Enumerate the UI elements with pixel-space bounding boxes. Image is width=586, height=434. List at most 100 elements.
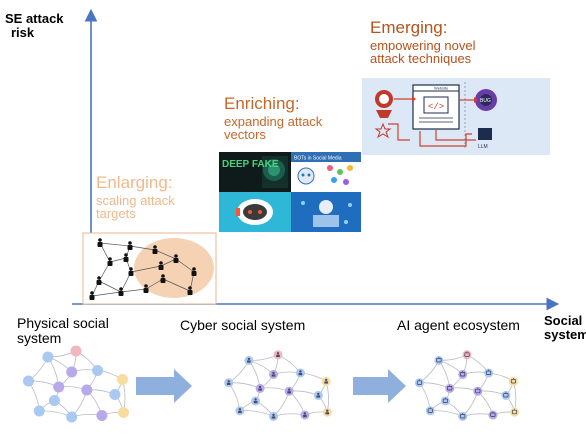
enriching-image-grid: DEEP FAKE BOTs in Social Media xyxy=(219,152,361,232)
network-edge xyxy=(462,413,493,417)
network-edge xyxy=(239,410,274,417)
person-icon xyxy=(90,291,94,295)
network-node xyxy=(473,386,483,396)
network-node xyxy=(488,410,498,420)
person-body-icon xyxy=(173,258,179,263)
user-icon xyxy=(258,385,262,389)
x-axis-title: Social system xyxy=(544,314,586,341)
user-icon xyxy=(317,392,320,396)
user-icon xyxy=(299,370,302,373)
user-icon xyxy=(238,408,242,411)
user-icon xyxy=(276,352,280,355)
enriching-line1: expanding attack xyxy=(224,113,323,129)
network-edge xyxy=(228,382,241,411)
network-node xyxy=(434,355,444,365)
person-body-icon xyxy=(187,290,193,295)
emerging-line2: attack techniques xyxy=(370,51,472,67)
network-node xyxy=(42,351,54,363)
enlarging-title: Enlarging: xyxy=(96,173,173,192)
physical-system-line1: Physical social xyxy=(17,315,109,331)
llm-text: LLM xyxy=(478,144,488,150)
user-body-icon xyxy=(253,401,258,404)
person-body-icon xyxy=(107,261,113,266)
network-node xyxy=(462,350,472,360)
network-node xyxy=(445,383,455,393)
network-node xyxy=(458,369,468,379)
ai-agent-system-label: AI agent ecosystem xyxy=(397,317,520,333)
user-body-icon xyxy=(247,360,251,363)
network-node xyxy=(81,384,93,396)
network-node xyxy=(92,365,104,376)
person-body-icon xyxy=(143,288,149,293)
cyber-social-network xyxy=(224,350,332,421)
network-node xyxy=(116,374,128,385)
person-body-icon xyxy=(191,271,197,276)
y-axis-title: SE attack risk xyxy=(5,12,64,39)
network-edge xyxy=(419,382,431,411)
network-node xyxy=(66,411,78,423)
network-node xyxy=(414,378,424,388)
network-edge xyxy=(228,382,261,389)
network-edge xyxy=(513,381,517,413)
person-icon xyxy=(129,267,133,271)
network-node xyxy=(425,406,435,416)
person-body-icon xyxy=(128,271,134,276)
physical-social-network xyxy=(22,345,130,423)
user-body-icon xyxy=(287,391,291,394)
user-icon xyxy=(272,371,275,375)
person-body-icon xyxy=(127,245,133,250)
network-node xyxy=(458,411,468,421)
svg-text:</>: </> xyxy=(428,102,444,112)
user-body-icon xyxy=(271,374,276,377)
user-body-icon xyxy=(325,412,330,415)
enriching-line2: vectors xyxy=(224,127,266,143)
network-node xyxy=(484,368,494,378)
user-icon xyxy=(254,398,257,401)
emerging-title: Emerging: xyxy=(370,18,448,37)
person-icon xyxy=(159,261,163,265)
network-node xyxy=(440,396,450,406)
person-icon xyxy=(161,274,165,278)
person-icon xyxy=(174,254,178,258)
person-icon xyxy=(144,284,148,288)
y-axis-title-line1: SE attack xyxy=(5,11,64,26)
network-node xyxy=(48,395,60,406)
enlarging-line2: targets xyxy=(96,206,136,222)
person-body-icon xyxy=(89,295,95,300)
physical-system-line2: system xyxy=(17,329,62,346)
network-edge xyxy=(325,381,329,413)
transition-arrow-1 xyxy=(136,369,192,403)
network-edge xyxy=(419,382,450,389)
person-body-icon xyxy=(118,291,124,296)
user-icon xyxy=(288,388,291,391)
user-body-icon xyxy=(316,395,321,398)
network-node xyxy=(501,390,511,400)
person-icon xyxy=(188,286,192,290)
physical-system-label: Physical social system xyxy=(17,316,109,345)
user-body-icon xyxy=(298,373,303,376)
enlarging-label: Enlarging: scaling attack targets xyxy=(96,174,175,221)
person-icon xyxy=(128,241,132,245)
emerging-image-panel: Website </> BUG LLM xyxy=(362,78,550,155)
person-body-icon xyxy=(152,249,158,254)
user-icon xyxy=(272,413,275,417)
network-edge xyxy=(248,360,261,389)
user-icon xyxy=(324,378,328,382)
network-node xyxy=(118,407,130,418)
y-axis-title-line2: risk xyxy=(11,24,35,40)
person-body-icon xyxy=(96,280,102,285)
network-edge xyxy=(438,360,451,389)
svg-text:BUG: BUG xyxy=(480,98,491,104)
network-node xyxy=(510,407,520,417)
physical-network-panel xyxy=(82,232,217,305)
network-node xyxy=(33,405,45,417)
x-axis-title-line1: Social xyxy=(544,313,583,328)
network-edge xyxy=(430,410,463,417)
user-body-icon xyxy=(303,415,307,418)
social-bots-text: BOTs in Social Media xyxy=(294,156,342,162)
person-icon xyxy=(98,238,102,242)
emerging-label: Emerging: empowering novel attack techni… xyxy=(370,19,476,66)
network-edge xyxy=(273,413,305,417)
